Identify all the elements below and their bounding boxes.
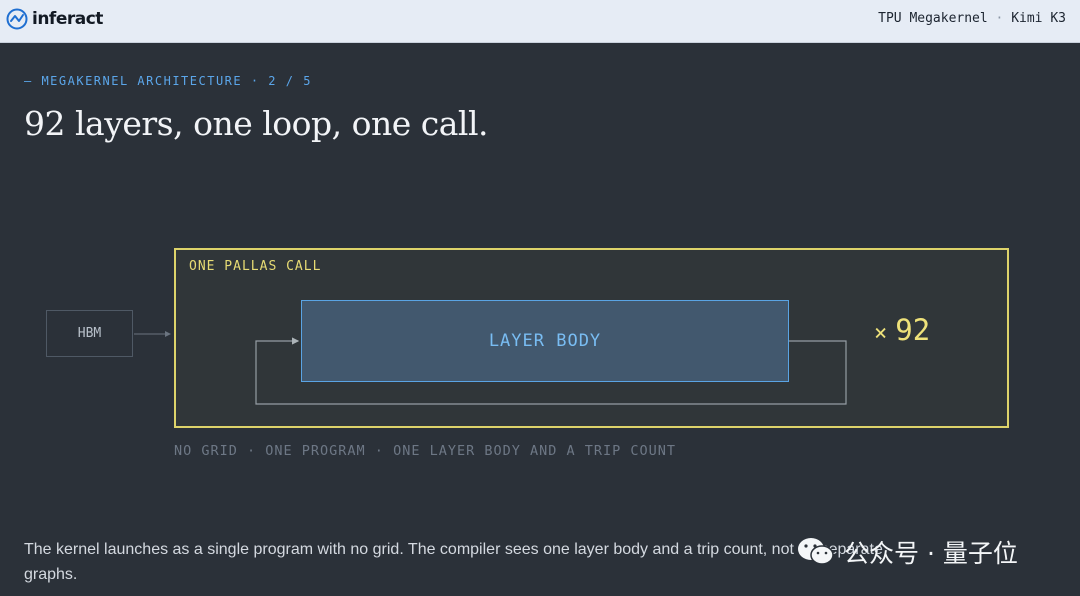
slide-title: 92 layers, one loop, one call. <box>24 104 489 143</box>
description-text: The kernel launches as a single program … <box>24 541 883 583</box>
watermark-text: 公众号 · 量子位 <box>844 539 1018 568</box>
wechat-icon <box>798 538 834 565</box>
trip-count: × 92 <box>874 313 930 347</box>
multiply-sign: × <box>874 321 888 346</box>
pallas-call-label: ONE PALLAS CALL <box>189 259 322 274</box>
brand[interactable]: inferact <box>6 6 103 32</box>
hbm-node: HBM <box>46 310 133 357</box>
inferact-logo-icon <box>6 8 28 30</box>
watermark: 公众号 · 量子位 <box>796 530 1018 574</box>
layer-body-label: LAYER BODY <box>488 331 602 351</box>
diagram-caption: NO GRID · ONE PROGRAM · ONE LAYER BODY A… <box>174 443 677 459</box>
separator: · <box>995 11 1004 26</box>
layer-body-box: LAYER BODY <box>301 300 789 382</box>
trip-count-value: 92 <box>895 313 931 347</box>
brand-name: inferact <box>32 9 103 29</box>
deck-info: TPU Megakernel · Kimi K3 <box>878 11 1066 26</box>
top-bar: inferact TPU Megakernel · Kimi K3 <box>0 0 1080 43</box>
section-eyebrow: — MEGAKERNEL ARCHITECTURE · 2 / 5 <box>24 74 312 88</box>
model-name: Kimi K3 <box>1011 11 1066 26</box>
loop-back-arrow <box>255 337 847 405</box>
project-name: TPU Megakernel <box>878 11 988 26</box>
